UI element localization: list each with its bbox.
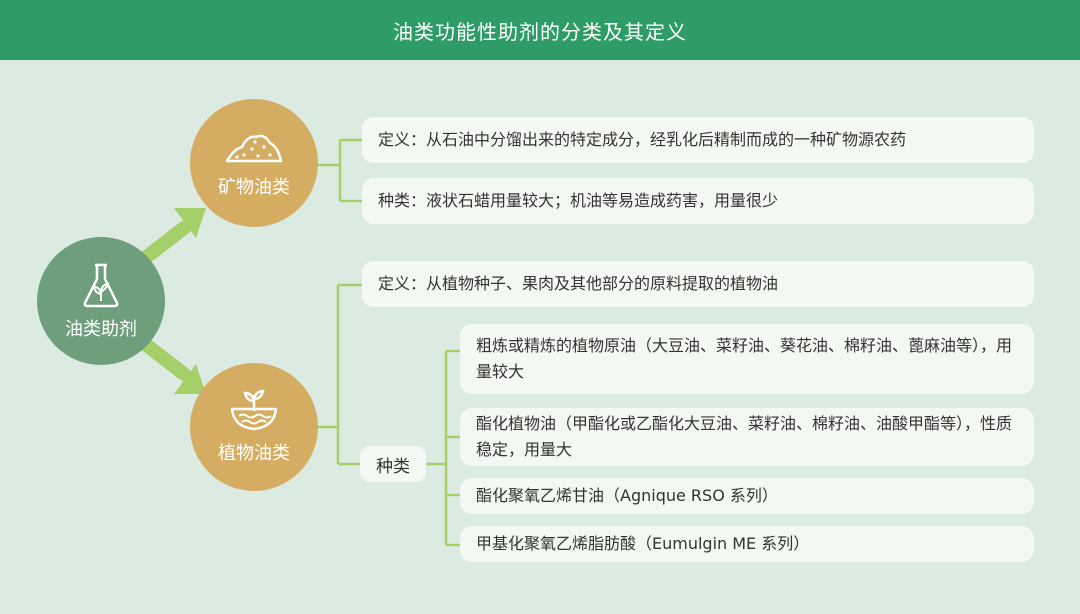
plant-label: 植物油类	[218, 443, 290, 464]
mineral-node: 矿物油类	[190, 99, 318, 227]
root-label: 油类助剂	[65, 319, 137, 340]
mineral-definition-box: 定义：从石油中分馏出来的特定成分，经乳化后精制而成的一种矿物源农药	[362, 117, 1034, 163]
plant-type-text-3: 酯化聚氧乙烯甘油（Agnique RSO 系列）	[476, 486, 778, 505]
mineral-types-text: 种类：液状石蜡用量较大；机油等易造成药害，用量很少	[378, 191, 779, 210]
page-title: 油类功能性助剂的分类及其定义	[0, 0, 1080, 60]
plant-type-item: 酯化植物油（甲酯化或乙酯化大豆油、菜籽油、棉籽油、油酸甲酯等），性质稳定，用量大	[460, 408, 1034, 466]
plant-node: 植物油类	[190, 363, 318, 491]
arrow-to-plant	[133, 333, 191, 381]
sprout-water-icon	[230, 389, 278, 431]
plant-type-item: 粗炼或精炼的植物原油（大豆油、菜籽油、葵花油、棉籽油、蓖麻油等），用量较大	[460, 324, 1034, 394]
plant-type-item: 酯化聚氧乙烯甘油（Agnique RSO 系列）	[460, 478, 1034, 514]
plant-definition-text: 定义：从植物种子、果肉及其他部分的原料提取的植物油	[378, 274, 779, 293]
plant-type-text-4: 甲基化聚氧乙烯脂肪酸（Eumulgin ME 系列）	[476, 534, 810, 553]
mineral-label: 矿物油类	[218, 177, 290, 198]
mineral-types-box: 种类：液状石蜡用量较大；机油等易造成药害，用量很少	[362, 178, 1034, 224]
plant-types-label: 种类	[360, 446, 426, 482]
mineral-definition-text: 定义：从石油中分馏出来的特定成分，经乳化后精制而成的一种矿物源农药	[378, 130, 907, 149]
plant-type-text-2: 酯化植物油（甲酯化或乙酯化大豆油、菜籽油、棉籽油、油酸甲酯等），性质稳定，用量大	[476, 414, 1013, 459]
arrow-head-mineral	[174, 208, 206, 238]
flask-plant-icon	[83, 263, 119, 308]
mineral-pile-icon	[225, 134, 283, 163]
plant-type-item: 甲基化聚氧乙烯脂肪酸（Eumulgin ME 系列）	[460, 526, 1034, 562]
root-node: 油类助剂	[37, 237, 165, 365]
arrow-head-plant	[174, 364, 206, 394]
plant-type-text-1: 粗炼或精炼的植物原油（大豆油、菜籽油、葵花油、棉籽油、蓖麻油等），用量较大	[476, 336, 1013, 381]
plant-definition-box: 定义：从植物种子、果肉及其他部分的原料提取的植物油	[362, 261, 1034, 307]
